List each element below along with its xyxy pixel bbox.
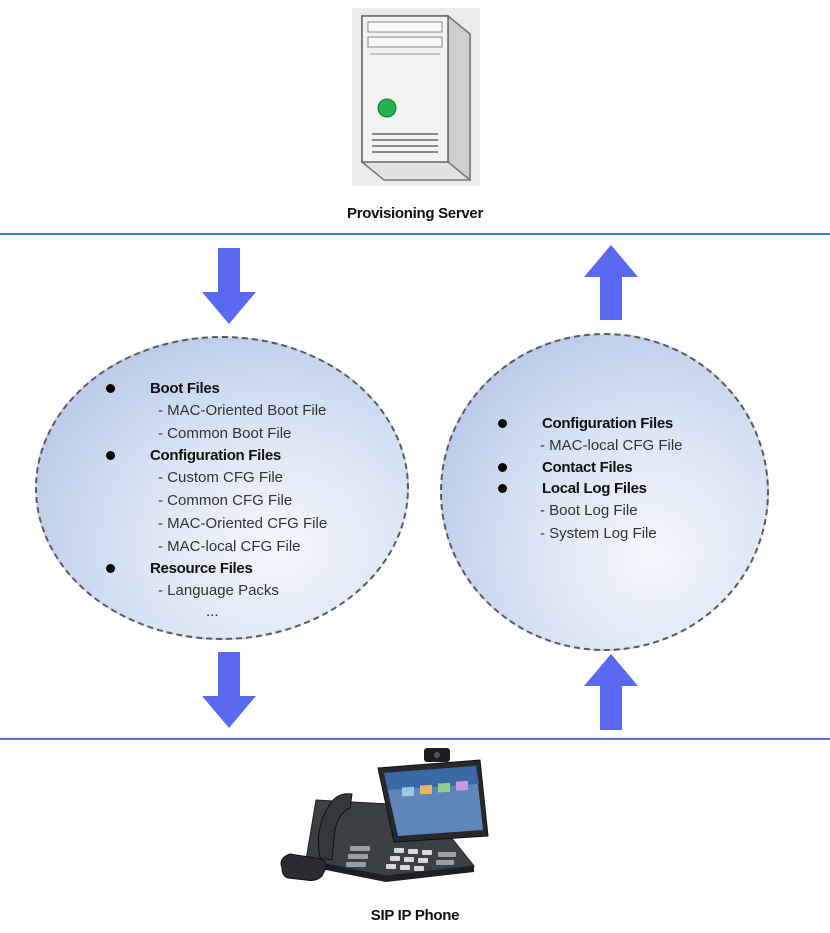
list-subitem: - Common CFG File [158, 492, 293, 509]
arrow-down-icon [202, 248, 256, 324]
list-subitem: - Language Packs [158, 582, 279, 599]
upload-files-bubble [440, 333, 769, 651]
divider-bottom [0, 738, 830, 740]
list-item: Local Log Files [498, 478, 758, 499]
divider-top [0, 233, 830, 235]
list-item: Contact Files [498, 457, 758, 478]
upload-files-list: Configuration Files - MAC-local CFG File… [498, 413, 758, 545]
arrow-up-icon [584, 245, 638, 320]
list-subitem: - MAC-local CFG File [158, 538, 301, 555]
list-subitem: - Custom CFG File [158, 469, 284, 486]
list-subitem: - System Log File [540, 525, 657, 542]
phone-caption: SIP IP Phone [370, 907, 460, 924]
server-tower-icon [352, 8, 480, 186]
list-item: Resource Files [106, 558, 396, 579]
list-item: Configuration Files [106, 445, 396, 466]
list-subitem: - MAC-Oriented CFG File [158, 515, 328, 532]
list-subitem: - Common Boot File [158, 425, 292, 442]
list-subitem: - MAC-Oriented Boot File [158, 402, 327, 419]
arrow-down-icon [202, 652, 256, 728]
arrow-up-icon [584, 654, 638, 730]
ellipsis-text: ... [206, 603, 219, 620]
download-files-list: Boot Files - MAC-Oriented Boot File - Co… [106, 378, 396, 622]
server-caption: Provisioning Server [346, 205, 484, 222]
download-files-bubble [35, 336, 409, 640]
list-item: Configuration Files [498, 413, 758, 434]
list-item: Boot Files [106, 378, 396, 399]
list-subitem: - Boot Log File [540, 502, 638, 519]
list-subitem: - MAC-local CFG File [540, 437, 683, 454]
sip-phone-icon [280, 748, 489, 882]
